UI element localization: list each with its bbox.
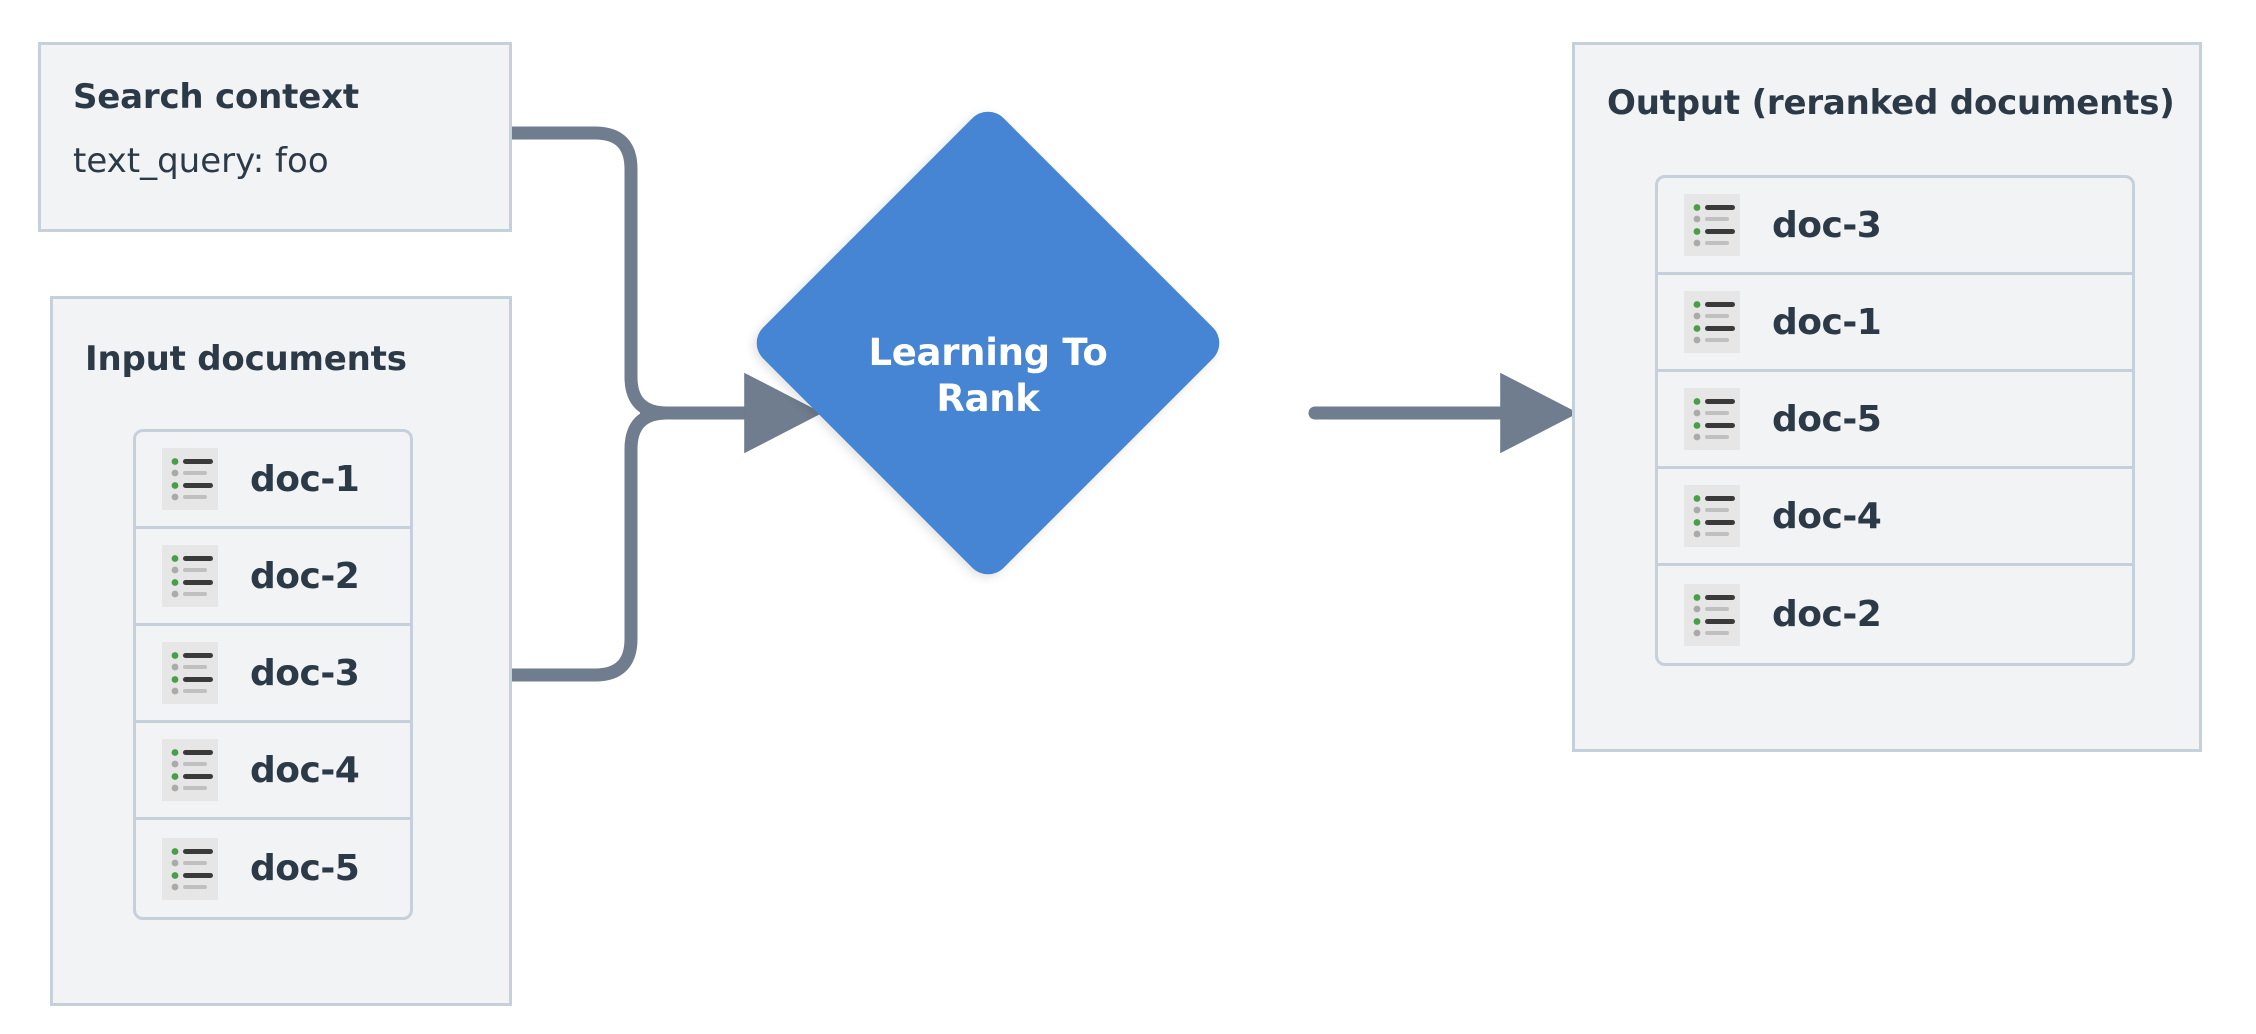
document-list-icon bbox=[1684, 194, 1740, 256]
document-list-icon bbox=[162, 545, 218, 607]
document-list-icon bbox=[1684, 291, 1740, 353]
search-context-panel: Search context text_query: foo bbox=[38, 42, 512, 232]
document-label: doc-2 bbox=[250, 555, 360, 597]
document-list-item[interactable]: doc-2 bbox=[136, 529, 410, 626]
document-list-icon bbox=[162, 837, 218, 900]
document-label: doc-2 bbox=[1772, 594, 1882, 635]
document-list-icon bbox=[1684, 485, 1740, 547]
document-label: doc-3 bbox=[250, 652, 360, 694]
connector-search-context-to-node bbox=[505, 126, 674, 420]
document-list-item[interactable]: doc-4 bbox=[1658, 469, 2132, 566]
search-context-value: text_query: foo bbox=[73, 141, 329, 181]
document-list-item[interactable]: doc-2 bbox=[1658, 566, 2132, 663]
document-label: doc-5 bbox=[1772, 398, 1882, 440]
document-list-icon bbox=[162, 739, 218, 801]
document-label: doc-4 bbox=[1772, 495, 1882, 537]
document-list-item[interactable]: doc-4 bbox=[136, 723, 410, 820]
document-list-item[interactable]: doc-5 bbox=[1658, 372, 2132, 469]
document-list-item[interactable]: doc-1 bbox=[136, 432, 410, 529]
document-label: doc-3 bbox=[1772, 204, 1882, 246]
document-list-item[interactable]: doc-3 bbox=[136, 626, 410, 723]
document-list-item[interactable]: doc-5 bbox=[136, 820, 410, 917]
document-list-item[interactable]: doc-3 bbox=[1658, 178, 2132, 275]
input-documents-list: doc-1 doc-2 doc-3 doc-4 doc-5 bbox=[133, 429, 413, 920]
document-list-icon bbox=[162, 642, 218, 704]
learning-to-rank-node[interactable] bbox=[747, 102, 1229, 584]
document-list-icon bbox=[162, 448, 218, 510]
document-label: doc-1 bbox=[1772, 301, 1882, 343]
document-label: doc-1 bbox=[250, 458, 360, 500]
document-label: doc-4 bbox=[250, 749, 360, 791]
document-list-icon bbox=[1684, 583, 1740, 646]
connector-input-documents-to-node bbox=[505, 406, 674, 682]
search-context-title: Search context bbox=[73, 77, 359, 117]
document-label: doc-5 bbox=[250, 848, 360, 889]
output-documents-list: doc-3 doc-1 doc-5 doc-4 doc-2 bbox=[1655, 175, 2135, 666]
output-panel-title: Output (reranked documents) bbox=[1607, 83, 2175, 123]
document-list-item[interactable]: doc-1 bbox=[1658, 275, 2132, 372]
input-documents-title: Input documents bbox=[85, 339, 407, 379]
document-list-icon bbox=[1684, 388, 1740, 450]
